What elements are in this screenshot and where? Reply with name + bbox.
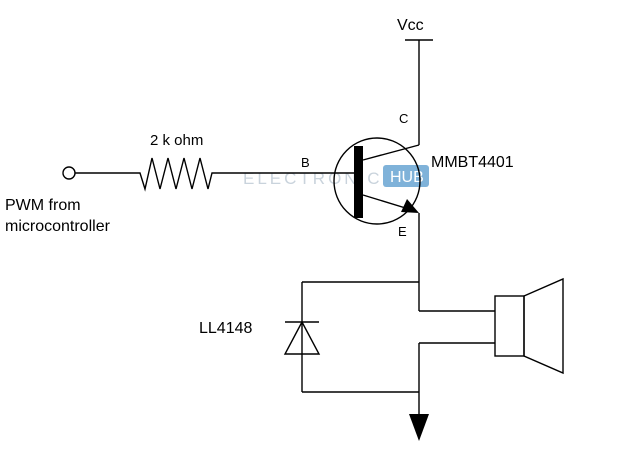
watermark-text: ELECTRONICS: [243, 169, 397, 188]
diode-label: LL4148: [199, 320, 252, 337]
base-label: B: [301, 155, 310, 170]
vcc-label: Vcc: [397, 17, 424, 34]
speaker-wiring: [418, 282, 495, 414]
vcc-terminal: [405, 39, 433, 145]
diode-symbol: [283, 320, 321, 355]
watermark-badge: [383, 165, 429, 187]
transistor-label: MMBT4401: [431, 154, 514, 171]
emitter-arrow-icon: [401, 199, 419, 213]
speaker-icon: [494, 277, 564, 375]
resistor-symbol: [75, 157, 354, 192]
collector-label: C: [399, 111, 408, 126]
resistor-label: 2 k ohm: [150, 132, 203, 149]
emitter-label: E: [398, 224, 407, 239]
diode-loop-wiring: [301, 281, 419, 393]
watermark-badge-text: HUB: [390, 169, 424, 186]
pwm-label-line2: microcontroller: [5, 218, 111, 235]
pwm-label-line1: PWM from: [5, 197, 81, 214]
ground-arrow-icon: [409, 414, 429, 441]
input-terminal: [62, 166, 76, 180]
npn-transistor-symbol: [333, 137, 421, 282]
